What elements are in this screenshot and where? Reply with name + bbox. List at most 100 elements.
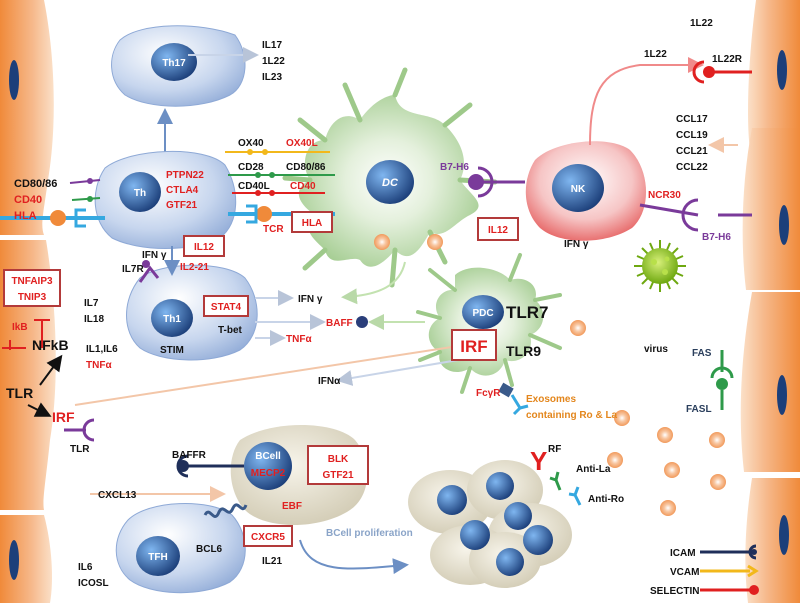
label-gtf21-th: GTF21 — [166, 200, 198, 211]
legend — [700, 544, 759, 595]
legend-selectin: SELECTIN — [650, 586, 699, 597]
label-cxcr5: CXCR5 — [251, 532, 285, 543]
label-baff: BAFF — [326, 318, 353, 329]
label-tlr9: TLR9 — [506, 343, 541, 359]
exosomes — [374, 234, 726, 516]
irf-long-arrow — [74, 338, 469, 406]
label-cd40l: CD40L — [238, 181, 270, 192]
label-cd40-left: CD40 — [14, 194, 42, 206]
label-irf-box: IRF — [460, 337, 487, 356]
right-nucleus-4 — [779, 515, 789, 555]
anti-ro-antibody — [568, 486, 582, 506]
tcr-antigen — [256, 206, 272, 222]
label-ccl17: CCL17 — [676, 114, 708, 125]
label-ebf: EBF — [282, 501, 302, 512]
nk-1l22-arrow — [589, 57, 704, 146]
label-il12-box-1: IL12 — [194, 242, 214, 253]
label-1l22-nk: 1L22 — [644, 49, 667, 60]
label-ifna: IFNα — [318, 376, 341, 387]
label-fasl: FASL — [686, 404, 712, 415]
stat4-box — [203, 295, 249, 317]
label-cd28: CD28 — [238, 162, 264, 173]
label-nfkb: NFkB — [32, 337, 69, 353]
label-anti-la: Anti-La — [576, 464, 611, 475]
label-cd80-86-dc: CD80/86 — [286, 162, 326, 173]
label-irf-left: IRF — [52, 409, 75, 425]
label-1l22r: 1L22R — [712, 54, 743, 65]
label-bcell-proliferation: BCell proliferation — [326, 528, 413, 539]
left-nucleus-3 — [9, 540, 19, 580]
il12-box-2 — [477, 217, 519, 241]
cxcr5-box — [243, 525, 293, 547]
right-epithelial-cell-4 — [745, 478, 800, 603]
label-1l22-th17: 1L22 — [262, 56, 285, 67]
right-epithelial-cell-1 — [748, 0, 800, 150]
pdc-label: PDC — [472, 308, 493, 319]
label-b7h6-right: B7-H6 — [702, 232, 731, 243]
tfh-cell: TFH — [115, 503, 246, 594]
il12-box-1 — [183, 235, 225, 257]
left-costim — [0, 178, 105, 228]
label-baffr: BAFFR — [172, 450, 207, 461]
label-ctla4: CTLA4 — [166, 185, 199, 196]
bcell-proliferation-cluster — [408, 460, 572, 588]
label-il7r: IL7R — [122, 264, 144, 275]
label-tlr7: TLR7 — [506, 303, 549, 322]
label-exosomes-2: containing Ro & La — [526, 410, 618, 421]
label-rf: RF — [548, 444, 561, 455]
plasmacytoid-dc: PDC — [416, 253, 562, 394]
pdc-nucleus — [462, 295, 504, 329]
virus-icon — [634, 240, 686, 292]
label-il7: IL7 — [84, 298, 99, 309]
antibodies — [549, 471, 582, 506]
label-ox40l: OX40L — [286, 138, 318, 149]
label-cd40-dc: CD40 — [290, 181, 316, 192]
label-ccl19: CCL19 — [676, 130, 708, 141]
label-il6: IL6 — [78, 562, 93, 573]
left-nucleus-1 — [9, 60, 19, 100]
label-mecp2: MECP2 — [251, 468, 286, 479]
label-tnip3: TNIP3 — [18, 292, 47, 303]
right-epithelial-cell-3 — [740, 292, 800, 472]
label-ox40: OX40 — [238, 138, 264, 149]
label-il21: IL21 — [262, 556, 282, 567]
label-blk: BLK — [328, 454, 349, 465]
nk-cell: NK — [525, 141, 647, 241]
label-fcgr: FcγR — [476, 388, 501, 399]
label-ccl22: CCL22 — [676, 162, 708, 173]
label-bcl6: BCL6 — [196, 544, 223, 555]
fas-fasl — [710, 350, 734, 410]
label-ifn-gamma-1: IFN γ — [142, 250, 167, 261]
left-epithelial-cell-1 — [0, 0, 54, 235]
irf-box — [451, 329, 497, 361]
label-il18: IL18 — [84, 314, 104, 325]
tfh-label: TFH — [148, 552, 167, 563]
label-icosl: ICOSL — [78, 578, 109, 589]
th-nucleus — [119, 172, 161, 212]
label-ifn-gamma-nk: IFN γ — [564, 239, 589, 250]
tnfaip3-box — [3, 269, 61, 307]
label-hla-left: HLA — [14, 210, 37, 222]
right-epithelial-cell-2 — [742, 128, 800, 290]
label-anti-ro: Anti-Ro — [588, 494, 624, 505]
label-ncr30: NCR30 — [648, 190, 681, 201]
baff-ligand — [356, 316, 368, 328]
right-nucleus-1 — [777, 50, 787, 90]
label-hla-box: HLA — [302, 218, 323, 229]
label-tnfaip3: TNFAIP3 — [11, 276, 53, 287]
rf-antibody-icon: Y — [530, 446, 547, 476]
dendritic-cell: DC — [282, 67, 498, 288]
label-il2-21: IL2-21 — [180, 262, 209, 273]
label-tnfa-mid: TNFα — [286, 334, 312, 345]
th17-label: Th17 — [162, 58, 186, 69]
label-1l22-top: 1L22 — [690, 18, 713, 29]
th-label: Th — [134, 188, 146, 199]
nk-label: NK — [571, 184, 586, 195]
label-fas: FAS — [692, 348, 712, 359]
label-il23: IL23 — [262, 72, 282, 83]
label-ikb: IkB — [12, 322, 28, 333]
right-epithelium — [740, 0, 800, 603]
left-epithelial-cell-2 — [0, 240, 56, 510]
label-cxcl13: CXCL13 — [98, 490, 137, 501]
costim-lines — [225, 149, 335, 224]
